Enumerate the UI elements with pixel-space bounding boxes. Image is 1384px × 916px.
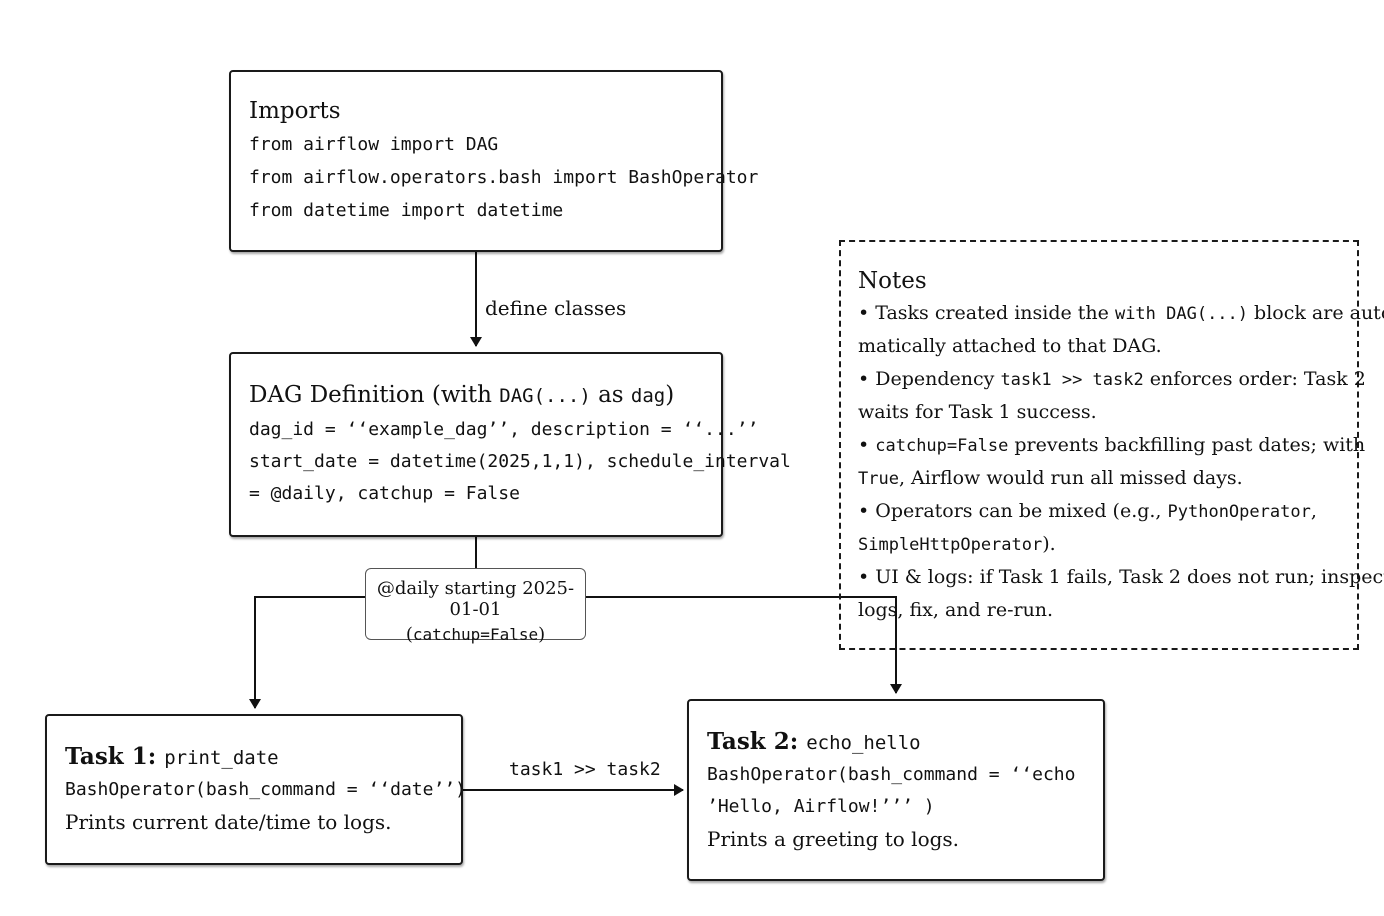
- schedule-label-line1: @daily starting 2025-01-01: [376, 578, 575, 620]
- dag-definition-line: start_date = datetime(2025,1,1), schedul…: [249, 451, 791, 472]
- imports-title: Imports: [249, 98, 341, 124]
- schedule-label-code: catchup=False: [412, 625, 539, 644]
- notes-item-3-cont: True, Airflow would run all missed days.: [858, 467, 1243, 489]
- notes-item-1-cont: matically attached to that DAG.: [858, 335, 1162, 357]
- dag-definition-title: DAG Definition (with DAG(...) as dag): [249, 382, 674, 408]
- schedule-label-box: @daily starting 2025-01-01 (catchup=Fals…: [365, 568, 586, 645]
- dag-definition-box: DAG Definition (with DAG(...) as dag) da…: [229, 352, 791, 537]
- imports-line: from datetime import datetime: [249, 200, 564, 221]
- dag-definition-title-close: ): [665, 382, 675, 408]
- task1-code: BashOperator(bash_command = ‘‘date’’): [65, 779, 466, 800]
- notes-item-1: • Tasks created inside the with DAG(...)…: [858, 302, 1384, 324]
- task2-description: Prints a greeting to logs.: [707, 827, 960, 851]
- notes-item-4: • Operators can be mixed (e.g., PythonOp…: [858, 500, 1317, 522]
- edge-label-task-dependency: task1 >> task2: [509, 759, 661, 780]
- schedule-label-close: ): [538, 624, 546, 645]
- dag-definition-title-as: as: [590, 382, 631, 408]
- task1-description: Prints current date/time to logs.: [65, 810, 392, 834]
- dag-definition-line: = @daily, catchup = False: [249, 483, 520, 504]
- task1-title: Task 1: print_date: [65, 743, 279, 770]
- schedule-label-open: (: [405, 624, 413, 645]
- task2-code-line1: BashOperator(bash_command = ‘‘echo: [707, 764, 1076, 785]
- edge-label-define-classes: define classes: [485, 296, 627, 320]
- imports-line: from airflow.operators.bash import BashO…: [249, 167, 759, 188]
- task2-title-text: Task 2:: [707, 728, 807, 755]
- notes-item-4-cont: SimpleHttpOperator).: [858, 533, 1056, 555]
- edge-schedule-to-task2: [586, 596, 902, 694]
- dag-definition-line: dag_id = ‘‘example_dag’’, description = …: [249, 419, 759, 440]
- edge-schedule-to-task1: [249, 596, 365, 709]
- schedule-label-line2: (catchup=False): [366, 624, 585, 645]
- notes-title: Notes: [858, 268, 927, 294]
- task2-box: Task 2: echo_hello BashOperator(bash_com…: [687, 699, 1105, 881]
- dag-definition-title-code: DAG(...): [499, 385, 591, 407]
- imports-line: from airflow import DAG: [249, 134, 499, 155]
- notes-item-2-cont: waits for Task 1 success.: [858, 401, 1097, 423]
- imports-box: Imports from airflow import DAG from air…: [229, 70, 758, 252]
- notes-item-5: • UI & logs: if Task 1 fails, Task 2 doe…: [858, 566, 1384, 588]
- task2-title: Task 2: echo_hello: [707, 728, 921, 755]
- task1-title-code: print_date: [164, 747, 279, 769]
- dag-definition-title-var: dag: [630, 385, 666, 407]
- dag-definition-title-text: DAG Definition (with: [249, 382, 500, 408]
- notes-item-5-cont: logs, fix, and re-run.: [858, 599, 1054, 621]
- notes-box: Notes • Tasks created inside the with DA…: [839, 240, 1384, 650]
- task2-code-line2: ’Hello, Airflow!’’’ ): [707, 796, 935, 817]
- notes-item-3: • catchup=False prevents backfilling pas…: [858, 434, 1366, 456]
- task1-box: Task 1: print_date BashOperator(bash_com…: [45, 714, 466, 865]
- notes-item-2: • Dependency task1 >> task2 enforces ord…: [858, 368, 1366, 390]
- task1-title-text: Task 1:: [65, 743, 165, 770]
- task2-title-code: echo_hello: [806, 732, 921, 754]
